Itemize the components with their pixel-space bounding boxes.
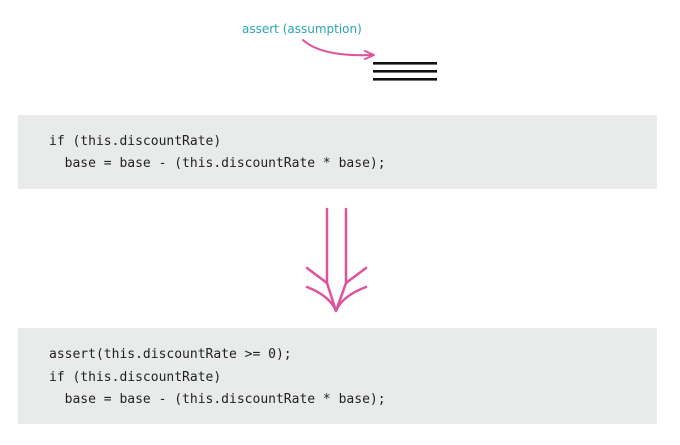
- before-code-line-2: base = base - (this.discountRate * base)…: [49, 156, 386, 171]
- after-code-line-1: assert(this.discountRate >= 0);: [49, 347, 292, 362]
- after-code-line-2: if (this.discountRate): [49, 370, 222, 385]
- curved-pointer-arrow-icon: [302, 39, 375, 60]
- before-code-block: if (this.discountRate) base = base - (th…: [18, 115, 657, 189]
- triple-line-marker-icon: [373, 62, 437, 81]
- double-down-arrow-icon: [305, 207, 368, 313]
- assert-annotation-label: assert (assumption): [242, 22, 362, 36]
- before-code-line-1: if (this.discountRate): [49, 134, 222, 149]
- after-code-line-3: base = base - (this.discountRate * base)…: [49, 392, 386, 407]
- after-code-block: assert(this.discountRate >= 0); if (this…: [18, 328, 657, 424]
